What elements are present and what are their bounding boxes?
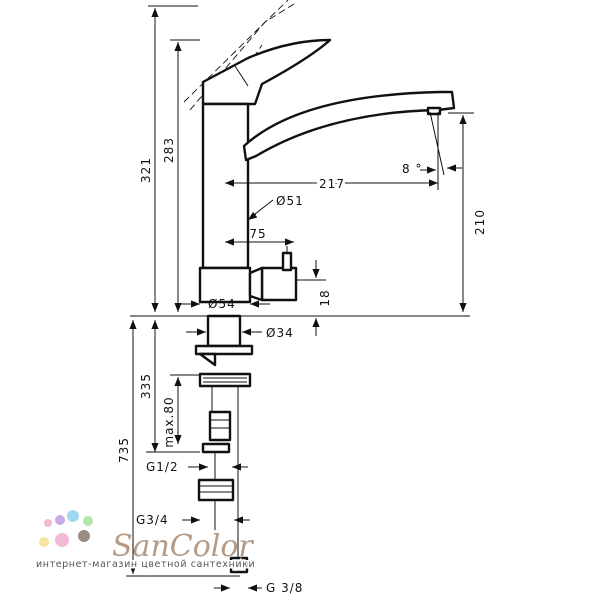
dim-body-diameter: Ø51 — [276, 194, 304, 208]
dim-283: 283 — [162, 137, 176, 163]
dim-217: 217 — [319, 177, 345, 191]
brand-tagline: интернет-магазин цветной сантехники — [36, 559, 255, 570]
dim-735: 735 — [117, 437, 131, 463]
dim-max-80: max.80 — [162, 396, 176, 447]
dimension-lines — [126, 5, 474, 592]
watermark: SanColor интернет-магазин цветной сантех… — [35, 510, 256, 572]
faucet-outline — [183, 0, 456, 574]
dim-shank-diameter: Ø34 — [266, 326, 294, 340]
brand-name: SanColor — [112, 529, 254, 564]
thread-g1-2: G1/2 — [146, 460, 179, 474]
dim-75: 75 — [249, 227, 266, 241]
dim-335: 335 — [139, 373, 153, 399]
dim-18: 18 — [318, 289, 332, 306]
brand-logo-dots — [39, 510, 93, 547]
dim-321: 321 — [139, 157, 153, 183]
dim-210: 210 — [473, 209, 487, 235]
dim-base-diameter: Ø54 — [208, 297, 236, 311]
thread-g3-4: G3/4 — [136, 513, 169, 527]
thread-g3-8: G 3/8 — [266, 581, 303, 595]
dim-angle: 8 ° — [402, 162, 422, 176]
